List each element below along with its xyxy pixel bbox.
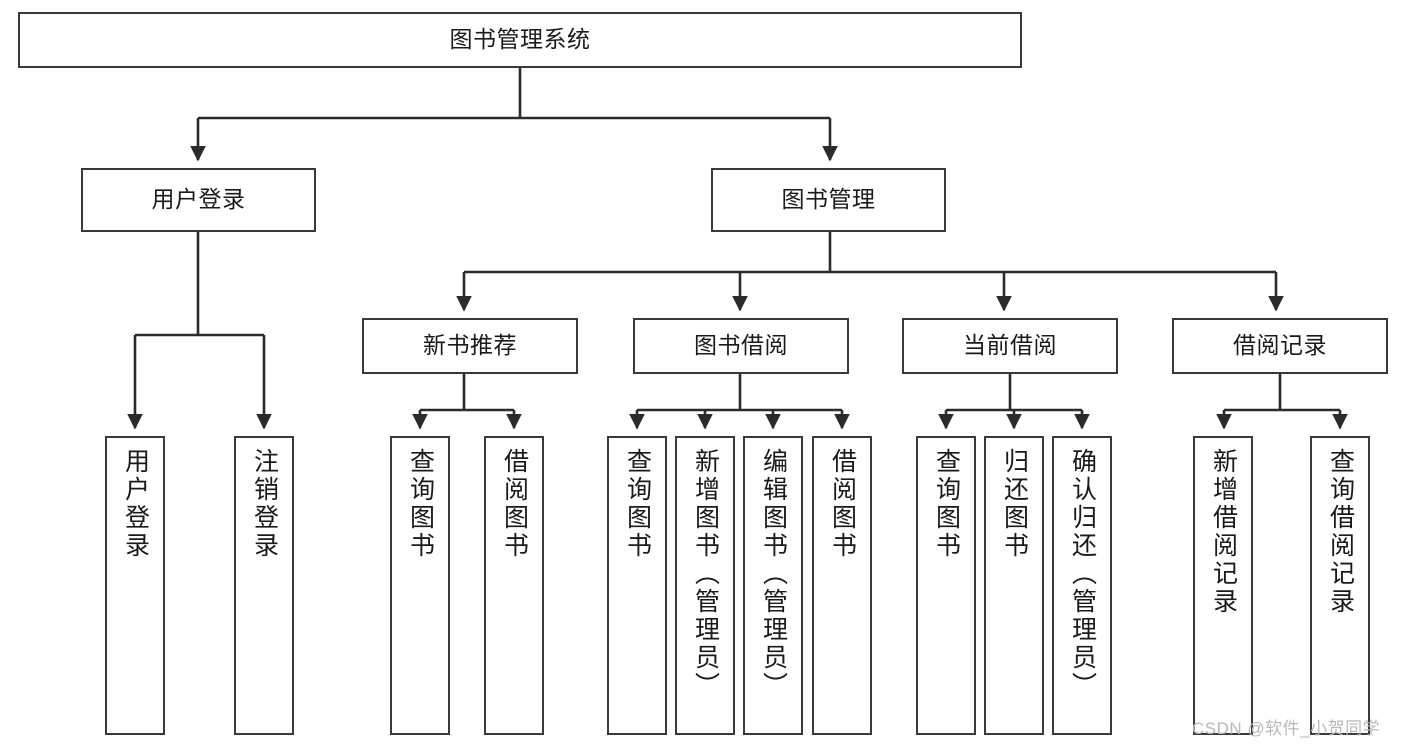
node-book-borrow[interactable]: 图书借阅 (633, 318, 849, 374)
node-user-login[interactable]: 用户登录 (81, 168, 316, 232)
csdn-watermark: CSDN @软件_小贺同学 (1192, 719, 1381, 738)
leaf-add-borrow-record[interactable]: 新增借阅记录 (1193, 436, 1253, 735)
leaf-book-borrow-query[interactable]: 查询图书 (607, 436, 667, 735)
node-label: 新增图书（管理员） (691, 448, 720, 700)
node-label: 图书管理 (781, 186, 876, 213)
node-label: 新书推荐 (423, 332, 517, 359)
node-current-borrow[interactable]: 当前借阅 (902, 318, 1118, 374)
node-label: 当前借阅 (963, 332, 1057, 359)
node-label: 图书管理系统 (449, 26, 591, 53)
leaf-book-add-admin[interactable]: 新增图书（管理员） (675, 436, 735, 735)
node-label: 图书借阅 (694, 332, 788, 359)
node-label: 查询图书 (623, 448, 652, 560)
node-label: 查询图书 (406, 448, 435, 560)
leaf-confirm-return-admin[interactable]: 确认归还（管理员） (1052, 436, 1112, 735)
node-label: 编辑图书（管理员） (759, 448, 788, 700)
node-label: 用户登录 (121, 448, 150, 560)
node-new-book-recommend[interactable]: 新书推荐 (362, 318, 578, 374)
leaf-return-book[interactable]: 归还图书 (984, 436, 1044, 735)
node-label: 用户登录 (151, 186, 246, 213)
node-label: 借阅记录 (1233, 332, 1327, 359)
node-label: 归还图书 (1000, 448, 1029, 560)
node-label: 查询图书 (932, 448, 961, 560)
leaf-new-book-borrow[interactable]: 借阅图书 (484, 436, 544, 735)
node-label: 借阅图书 (500, 448, 529, 560)
leaf-current-borrow-query[interactable]: 查询图书 (916, 436, 976, 735)
leaf-new-book-query[interactable]: 查询图书 (390, 436, 450, 735)
leaf-logout[interactable]: 注销登录 (234, 436, 294, 735)
node-label: 新增借阅记录 (1209, 448, 1238, 616)
node-label: 借阅图书 (828, 448, 857, 560)
leaf-user-login[interactable]: 用户登录 (105, 436, 165, 735)
node-label: 确认归还（管理员） (1068, 448, 1097, 700)
node-root-book-management-system[interactable]: 图书管理系统 (18, 12, 1022, 68)
leaf-book-borrow-action[interactable]: 借阅图书 (812, 436, 872, 735)
node-label: 注销登录 (250, 448, 279, 560)
leaf-query-borrow-record[interactable]: 查询借阅记录 (1310, 436, 1370, 735)
node-borrow-record[interactable]: 借阅记录 (1172, 318, 1388, 374)
node-book-management[interactable]: 图书管理 (711, 168, 946, 232)
node-label: 查询借阅记录 (1326, 448, 1355, 616)
leaf-book-edit-admin[interactable]: 编辑图书（管理员） (743, 436, 803, 735)
